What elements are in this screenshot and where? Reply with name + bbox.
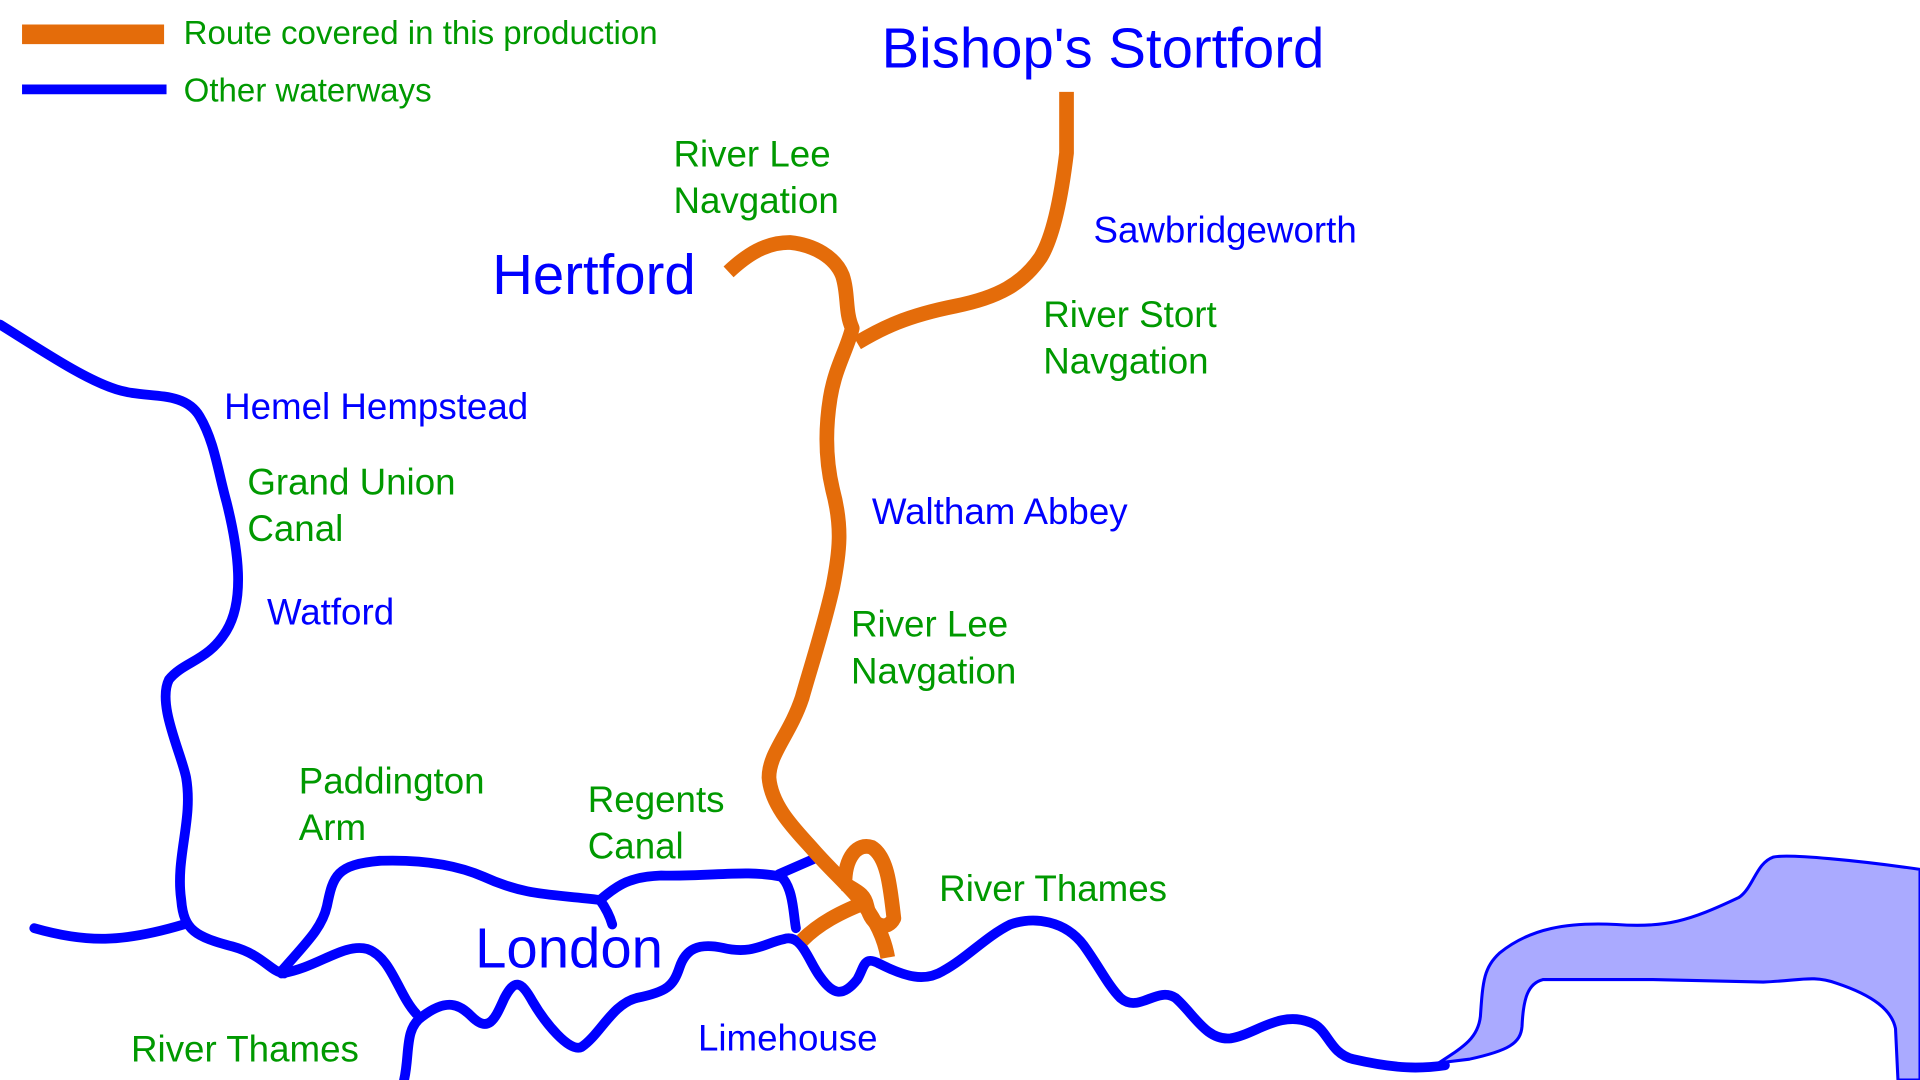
town-waltham-abbey: Waltham Abbey [872, 491, 1128, 532]
town-hertford: Hertford [492, 243, 695, 306]
town-bishops-stortford: Bishop's Stortford [882, 16, 1325, 79]
label-grand-union-2: Canal [247, 508, 343, 549]
label-regents-1: Regents [588, 779, 725, 820]
label-lee-upper-1: River Lee [673, 134, 830, 175]
label-stort-1: River Stort [1043, 294, 1216, 335]
town-watford: Watford [267, 591, 394, 632]
label-lee-lower-1: River Lee [851, 604, 1008, 645]
label-lee-lower-2: Navgation [851, 650, 1016, 691]
grand-union-canal [0, 319, 289, 979]
regents-spur [595, 895, 618, 930]
label-thames-east: River Thames [939, 868, 1167, 909]
paddington-arm [276, 855, 605, 976]
label-thames-west: River Thames [131, 1029, 359, 1070]
river-thames-west [276, 943, 422, 1019]
river-thames [399, 915, 1450, 1080]
town-hemel-hempstead: Hemel Hempstead [224, 386, 528, 427]
legend-route-label: Route covered in this production [184, 15, 658, 52]
label-lee-upper-2: Navgation [673, 180, 838, 221]
river-stort-navigation-route [853, 91, 1074, 350]
legend-waterway-label: Other waterways [184, 73, 432, 110]
regents-canal [595, 868, 801, 934]
label-paddington-1: Paddington [299, 760, 485, 801]
label-paddington-2: Arm [299, 807, 366, 848]
river-lee-navigation-route [723, 235, 895, 960]
label-regents-2: Canal [588, 825, 684, 866]
label-grand-union-1: Grand Union [247, 462, 455, 503]
limehouse-link-route [796, 893, 875, 946]
thames-estuary [1437, 854, 1920, 1080]
legend: Route covered in this production Other w… [22, 15, 658, 110]
town-sawbridgeworth: Sawbridgeworth [1093, 209, 1356, 250]
label-stort-2: Navgation [1043, 340, 1208, 381]
town-london: London [475, 916, 663, 979]
grand-union-west-branch [29, 919, 189, 944]
town-limehouse: Limehouse [698, 1018, 878, 1059]
limehouse-cut [773, 852, 823, 880]
